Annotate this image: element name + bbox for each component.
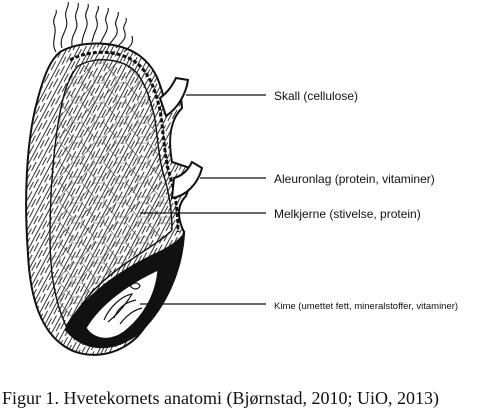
figure-caption: Figur 1. Hvetekornets anatomi (Bjørnstad… [2,388,439,408]
label-germ: Kime (umettet fett, mineralstoffer, vita… [274,301,458,312]
embryo-detail [103,282,143,325]
label-shell: Skall (cellulose) [274,89,358,103]
label-endosperm: Melkjerne (stivelse, protein) [274,207,421,221]
leader-lines [140,94,266,305]
aleurone-hook [170,160,204,200]
label-aleurone: Aleuronlag (protein, vitaminer) [274,172,435,186]
brush-hairs [53,1,134,53]
shell-flap [158,76,190,118]
endosperm [49,59,173,328]
